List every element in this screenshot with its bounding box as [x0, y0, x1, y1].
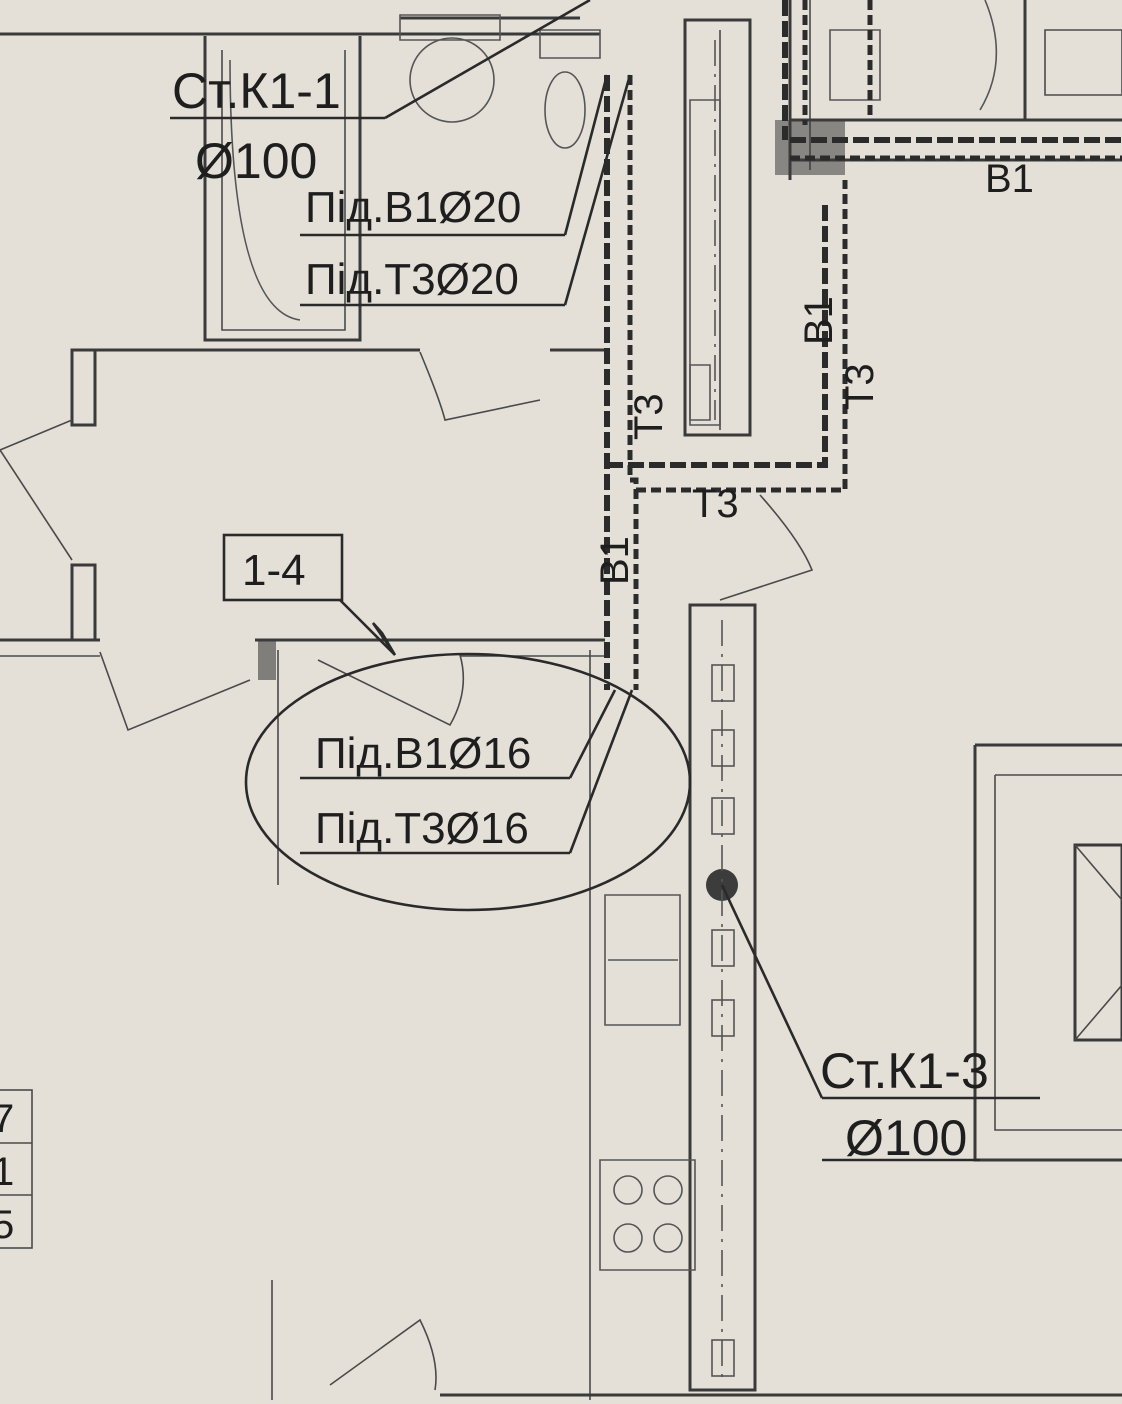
- table-fragment: 7 1 5: [0, 1089, 33, 1249]
- riser-k1-1-diameter: Ø100: [195, 133, 317, 189]
- kitchen-b1-label: Під.В1Ø16: [315, 729, 531, 778]
- leader-lines: [170, 0, 1040, 1162]
- stove-burner: [613, 1175, 643, 1205]
- table-cell: 5: [0, 1203, 14, 1247]
- riser-k1-3-diameter: Ø100: [845, 1110, 967, 1166]
- bath-b1-label: Під.В1Ø20: [305, 183, 521, 232]
- pipe-tag-t3-right: Т3: [838, 363, 882, 410]
- section-tag-label: 1-4: [242, 546, 306, 595]
- pipe-tag-b1-right: В1: [797, 296, 841, 345]
- stove-burner: [653, 1175, 683, 1205]
- toilet-bowl: [409, 37, 495, 123]
- axis-lines: [714, 40, 723, 1380]
- kitchen-sink: [604, 894, 681, 1026]
- table-cell: 7: [0, 1097, 14, 1141]
- pipe-tag-b1-left: В1: [593, 536, 637, 585]
- pipe-tag-b1-top: В1: [985, 157, 1034, 201]
- riser-k1-1-name: Ст.К1-1: [172, 63, 341, 119]
- table-cell: 1: [0, 1150, 14, 1194]
- stove-burner: [653, 1223, 683, 1253]
- fixtures: [229, 0, 998, 1377]
- stove-burner: [613, 1223, 643, 1253]
- section-tag-box: [222, 533, 344, 602]
- labels: Ст.К1-1 Ø100 Під.В1Ø20 Під.Т3Ø20 1-4 Під…: [172, 63, 1034, 1166]
- pipe-b1-horizontal: [607, 200, 828, 468]
- pipes: [604, 0, 1122, 690]
- pipe-tag-t3-left: Т3: [627, 393, 671, 440]
- stove: [599, 1159, 696, 1271]
- pipe-t3-left: [627, 75, 639, 690]
- riser-k1-3-name: Ст.К1-3: [820, 1043, 989, 1099]
- highlight-ellipse: [244, 652, 692, 912]
- pipe-t3-horizontal: [636, 180, 848, 493]
- washbasin: [539, 29, 601, 59]
- kitchen-t3-label: Під.Т3Ø16: [315, 804, 529, 853]
- pipe-tag-t3-horizontal: Т3: [692, 482, 739, 526]
- bath-t3-label: Під.Т3Ø20: [305, 255, 519, 304]
